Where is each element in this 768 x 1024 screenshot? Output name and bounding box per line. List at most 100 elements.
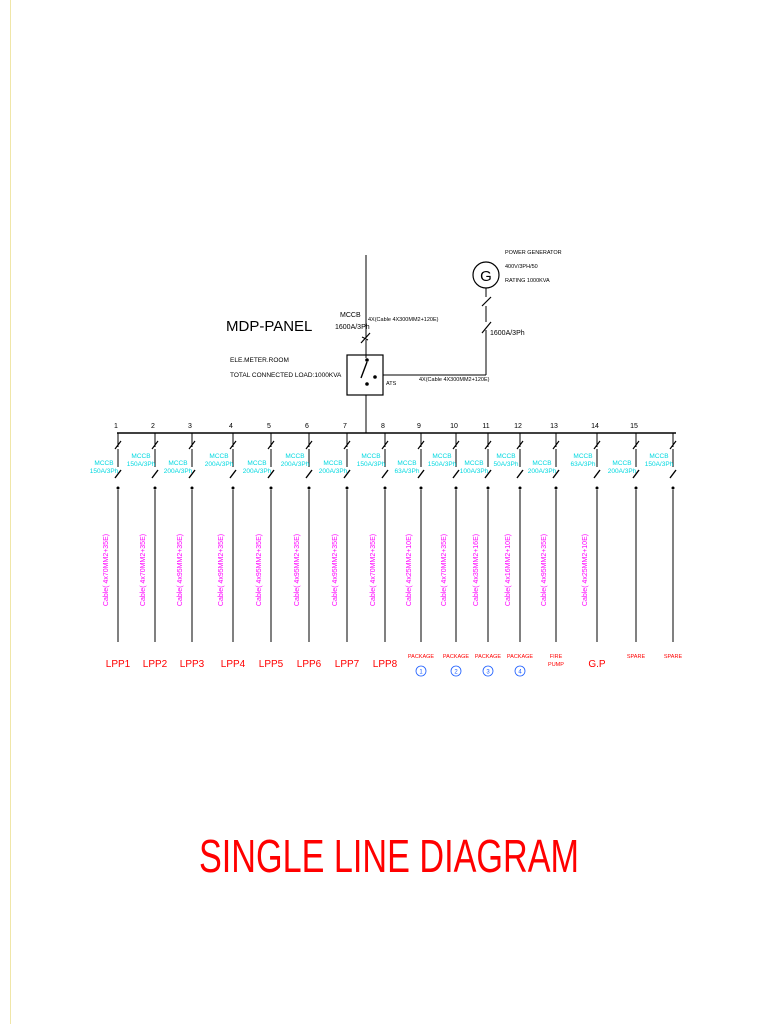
feeder-mccb-label: MCCB	[285, 453, 304, 460]
feeder-cable-label: Cable( 4x95MM2+35E)	[332, 534, 339, 606]
ats-box	[346, 354, 384, 396]
feeder-mccb-contact	[345, 486, 349, 490]
package-number-circle	[514, 665, 526, 677]
feeder-mccb-symbol	[593, 469, 601, 479]
feeder-mccb-contact	[269, 486, 273, 490]
feeder-number: 2	[151, 423, 155, 430]
feeder-mccb-label: MCCB	[361, 453, 380, 460]
feeder-mccb-upper-tick	[188, 440, 196, 450]
feeder-mccb-rating: 63A/3Ph	[571, 461, 596, 468]
generator-breaker-rating: 1600A/3Ph	[490, 330, 525, 337]
feeder-mccb-label: MCCB	[532, 460, 551, 467]
feeder-mccb-contact	[595, 486, 599, 490]
feeder-mccb-upper-tick	[632, 440, 640, 450]
generator-title: POWER GENERATOR	[505, 250, 562, 256]
feeder-load-label: G.P	[588, 659, 606, 670]
sheet-margin-line	[10, 0, 11, 1024]
feeder-mccb-rating: 200A/3Ph	[281, 461, 310, 468]
feeder-mccb-rating: 50A/3Ph	[494, 461, 519, 468]
feeder-number: 11	[482, 423, 489, 430]
feeder-number: 14	[591, 423, 599, 430]
feeder-cable-label: Cable( 4x95MM2+35E)	[177, 534, 184, 606]
feeder-cable-label: Cable( 4x95MM2+35E)	[541, 534, 548, 606]
feeder-load-label: PACKAGE	[408, 654, 435, 660]
feeder-mccb-upper-tick	[151, 440, 159, 450]
generator-symbol: G	[480, 268, 492, 285]
feeder-mccb-rating: 200A/3Ph	[528, 468, 557, 475]
feeder-load-label: LPP1	[106, 659, 131, 670]
feeder-mccb-rating: 150A/3Ph	[357, 461, 386, 468]
feeder-cable-label: Cable( 4x95MM2+35E)	[294, 534, 301, 606]
feeder-mccb-rating: 150A/3Ph	[127, 461, 156, 468]
generator-spec: 400V/3PH/50	[505, 264, 538, 270]
feeder-mccb-symbol	[552, 469, 560, 479]
feeder-mccb-rating: 200A/3Ph	[205, 461, 234, 468]
feeder-mccb-upper-tick	[267, 440, 275, 450]
feeder-mccb-upper-tick	[552, 440, 560, 450]
feeder-mccb-label: MCCB	[131, 453, 150, 460]
gen-breaker2-symbol	[481, 296, 492, 307]
feeder-mccb-symbol	[484, 469, 492, 479]
feeder-mccb-label: MCCB	[649, 453, 668, 460]
feeder-mccb-rating: 200A/3Ph	[319, 468, 348, 475]
feeder-cable-label: Cable( 4x16MM2+10E)	[505, 534, 512, 606]
feeder-load-label: LPP5	[259, 659, 284, 670]
feeder-load-label: LPP6	[297, 659, 322, 670]
feeder-mccb-contact	[634, 486, 638, 490]
feeder-mccb-rating: 200A/3Ph	[164, 468, 193, 475]
feeder-load-label-line2: PUMP	[548, 662, 564, 668]
feeder-mccb-contact	[383, 486, 387, 490]
feeder-mccb-contact	[116, 486, 120, 490]
feeder-number: 7	[343, 423, 347, 430]
incomer-mccb-rating: 1600A/3Ph	[335, 324, 370, 331]
ats-contact-bottom	[365, 382, 369, 386]
feeder-mccb-symbol	[669, 469, 677, 479]
panel-name: MDP-PANEL	[226, 318, 312, 335]
feeder-cable-label: Cable( 4x70MM2+35E)	[103, 534, 110, 606]
feeder-mccb-upper-tick	[417, 440, 425, 450]
package-number: 1	[419, 670, 423, 676]
feeder-mccb-symbol	[114, 469, 122, 479]
feeder-mccb-contact	[454, 486, 458, 490]
feeder-cable-label: Cable( 4x25MM2+10E)	[582, 534, 589, 606]
feeder-number: 9	[417, 423, 421, 430]
feeder-number: 15	[630, 423, 638, 430]
feeder-number: 13	[550, 423, 558, 430]
package-number-circle	[482, 665, 494, 677]
feeder-load-label: SPARE	[627, 654, 646, 660]
feeder-number: 3	[188, 423, 192, 430]
feeder-mccb-label: MCCB	[94, 460, 113, 467]
wiring	[117, 255, 676, 434]
feeder-load-label: LPP3	[180, 659, 205, 670]
feeder-mccb-symbol	[516, 469, 524, 479]
feeder-mccb-upper-tick	[229, 440, 237, 450]
feeder-cable-label: Cable( 4x35MM2+16E)	[473, 534, 480, 606]
feeder-circuits	[114, 433, 677, 642]
feeder-mccb-rating: 150A/3Ph	[90, 468, 119, 475]
feeder-mccb-label: MCCB	[247, 460, 266, 467]
generator-rating: RATING 1000KVA	[505, 278, 550, 284]
feeder-load-label: LPP7	[335, 659, 360, 670]
feeder-mccb-label: MCCB	[612, 460, 631, 467]
panel-connected-load: TOTAL CONNECTED LOAD:1000KVA	[230, 372, 342, 379]
feeder-cable-label: Cable( 4x70MM2+35E)	[370, 534, 377, 606]
feeder-cable-label: Cable( 4x25MM2+10E)	[406, 534, 413, 606]
feeder-mccb-label: MCCB	[168, 460, 187, 467]
feeder-number: 8	[381, 423, 385, 430]
feeder-number: 4	[229, 423, 233, 430]
feeder-mccb-symbol	[632, 469, 640, 479]
diagram-title: SINGLE LINE DIAGRAM	[199, 830, 579, 882]
feeder-mccb-upper-tick	[114, 440, 122, 450]
incomer-cable-label: 4X(Cable 4X300MM2+120E)	[368, 317, 439, 323]
feeder-mccb-rating: 150A/3Ph	[645, 461, 674, 468]
feeder-mccb-contact	[231, 486, 235, 490]
feeder-mccb-contact	[190, 486, 194, 490]
feeder-cable-label: Cable( 4x70MM2+35E)	[140, 534, 147, 606]
ats-contact-gen	[373, 375, 377, 379]
feeder-load-label: LPP8	[373, 659, 398, 670]
feeder-mccb-upper-tick	[452, 440, 460, 450]
feeder-mccb-contact	[419, 486, 423, 490]
ats-switch-blade	[360, 361, 368, 379]
feeder-mccb-symbol	[452, 469, 460, 479]
incomer-mccb-label: MCCB	[340, 312, 361, 319]
